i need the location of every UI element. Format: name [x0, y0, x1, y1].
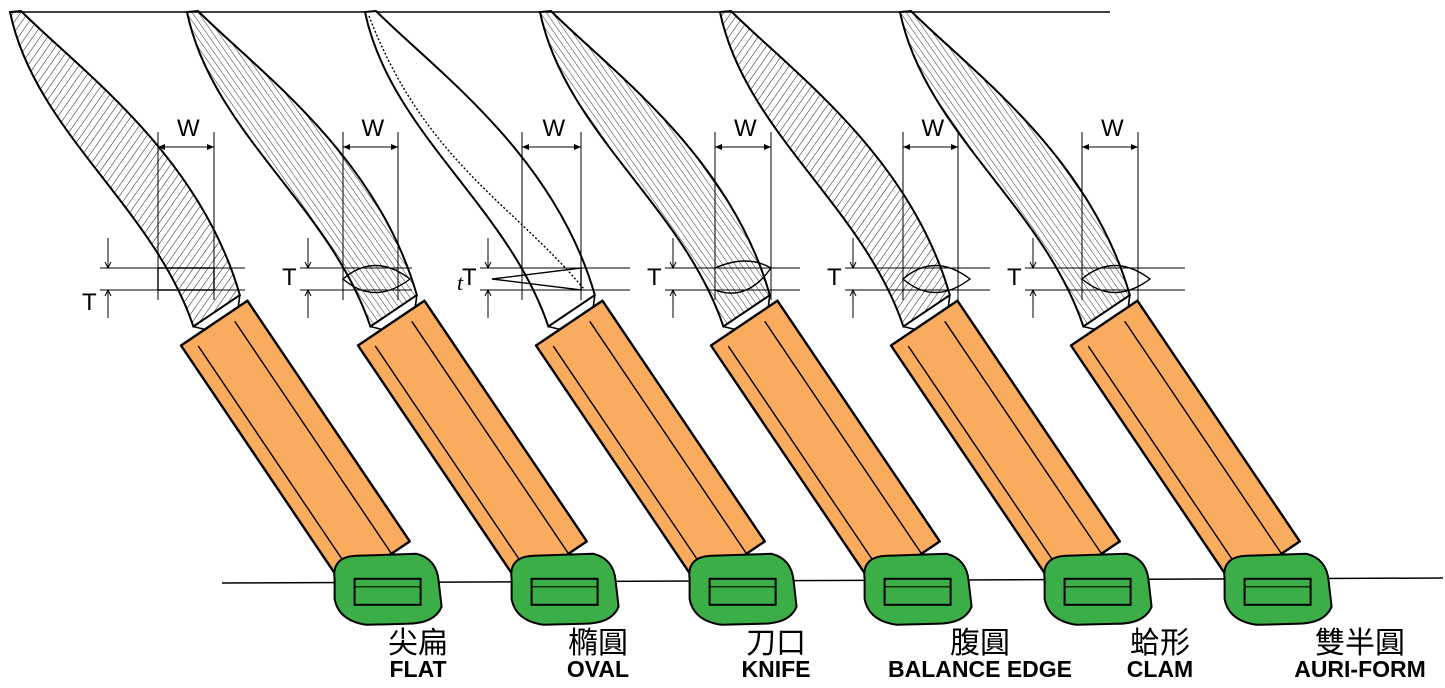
file-end-face [1063, 577, 1132, 606]
handle-edge-line [1124, 320, 1283, 555]
file-name-en: CLAM [1126, 656, 1194, 682]
thickness-label: T [647, 264, 662, 291]
file-end-face [353, 577, 422, 606]
cross-section-outline [157, 267, 215, 291]
handle-edge-line [589, 320, 748, 555]
t-arrows [669, 238, 677, 318]
w-arrowheads [158, 144, 214, 150]
cross-section-outline [341, 264, 412, 294]
handle-edge-line [907, 345, 1066, 579]
file-knife: W Tt [363, 9, 798, 626]
handle-edge-line [197, 345, 356, 579]
file-name-cn: 蛤形 [1130, 626, 1190, 661]
file-name-cn: 尖扁 [388, 626, 448, 661]
cross-section-outline [714, 260, 773, 294]
width-label: W [1101, 115, 1124, 142]
file-handle [356, 299, 588, 588]
width-label: W [922, 115, 945, 142]
file-handle [709, 299, 941, 588]
handle-edge-line [411, 320, 570, 555]
file-name-cn: 雙半圓 [1315, 626, 1405, 661]
thickness-label: T [1007, 264, 1022, 291]
file-handle [889, 299, 1121, 588]
thickness-label: T [282, 264, 297, 291]
handle-edge-line [374, 345, 533, 579]
file-auri-form: WT [898, 9, 1333, 626]
w-arrowheads [522, 144, 581, 150]
file-clam: WT [718, 9, 1153, 626]
cross-section-outline [491, 267, 582, 291]
thickness-label: T [462, 264, 477, 291]
cross-section-outline [901, 264, 972, 294]
knife-edge-teeth [368, 15, 586, 291]
file-name-en: AURI-FORM [1294, 656, 1426, 682]
handle-edge-line [1087, 345, 1246, 579]
file-handle [1069, 299, 1301, 588]
file-end-face [708, 577, 777, 606]
file-end-face [530, 577, 599, 606]
thickness-label: T [827, 264, 842, 291]
file-flat: WT [8, 9, 443, 626]
file-end-face [883, 577, 952, 606]
handle-edge-line [552, 345, 711, 579]
handle-edge-line [944, 320, 1103, 555]
width-label: W [734, 115, 757, 142]
file-end-face [1243, 577, 1312, 606]
width-label: W [177, 115, 200, 142]
file-handle [179, 299, 411, 588]
thin-edge-label: t [457, 270, 464, 295]
handle-edge-line [764, 320, 923, 555]
t-arrows [1029, 238, 1037, 318]
thickness-label: T [82, 289, 97, 316]
file-name-cn: 刀口 [746, 626, 806, 661]
file-name-cn: 橢圓 [568, 626, 628, 661]
t-arrows [484, 238, 492, 318]
handle-edge-line [727, 345, 886, 579]
t-arrows [304, 238, 312, 318]
t-arrows [849, 238, 857, 318]
file-oval: WT [185, 9, 620, 626]
cross-section-outline [1080, 264, 1152, 294]
file-handle [534, 299, 766, 588]
width-label: W [543, 115, 566, 142]
width-label: W [362, 115, 385, 142]
t-arrows [104, 238, 112, 318]
file-name-en: BALANCE EDGE [887, 656, 1073, 682]
handle-edge-line [234, 320, 393, 555]
file-balance-edge: WT [538, 9, 973, 626]
file-name-cn: 腹圓 [950, 626, 1010, 661]
file-name-en: OVAL [566, 656, 630, 682]
file-name-en: KNIFE [741, 656, 811, 682]
file-name-en: FLAT [389, 656, 447, 682]
